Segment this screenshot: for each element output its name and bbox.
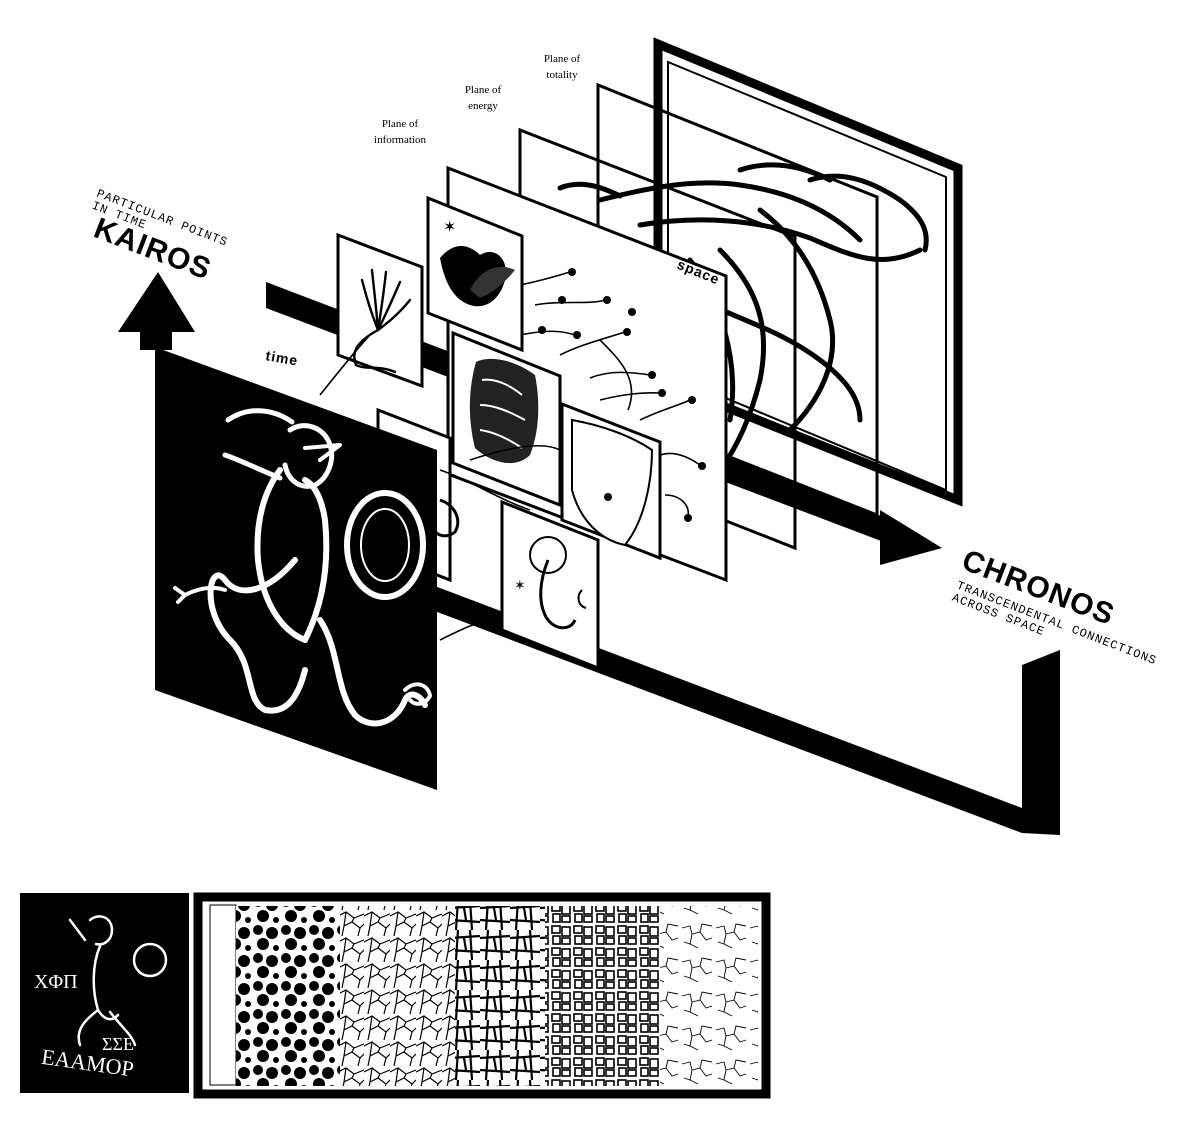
- plane-totality-label-line2: totality: [546, 69, 578, 81]
- abraxas-seal: ΧΦΠ ΕΑΑΜΟΡ ΣΣΕ: [20, 893, 189, 1093]
- card-hydra: [336, 232, 424, 389]
- card-armor: [451, 330, 562, 508]
- time-axis-label: time: [264, 347, 299, 368]
- shield-icon: [571, 418, 654, 547]
- plane-energy-label-line2: energy: [468, 100, 498, 112]
- plane-information-label-line2: information: [374, 134, 426, 146]
- star-icon: ✶: [514, 578, 526, 594]
- hydra-icon: [353, 268, 412, 374]
- network-texture-strip: [193, 892, 771, 1099]
- plane-information-label-line1: Plane of: [382, 118, 419, 130]
- sun-serpent-icon: [529, 536, 587, 630]
- chronos-arrowhead: [880, 510, 942, 565]
- texture-blocks: [545, 906, 660, 1086]
- texture-streets: [455, 906, 545, 1086]
- seal-inscription-line1: ΧΦΠ: [34, 971, 78, 993]
- griffin-icon: ✶: [440, 217, 515, 307]
- card-threads: [319, 334, 561, 641]
- anguipede-figure-icon: [173, 408, 432, 727]
- seal-figure-icon: [68, 915, 168, 1047]
- cuirass-icon: [469, 358, 539, 464]
- kairos-title: KAIROS: [89, 212, 215, 287]
- front-kairos-panel: [155, 347, 437, 790]
- connection-threads: [519, 271, 701, 517]
- root-network-drawing: [557, 162, 929, 473]
- texture-fine-network: [660, 906, 758, 1086]
- card-sun-serpent: ✶: [500, 499, 600, 671]
- texture-cells: [340, 906, 455, 1086]
- svg-text:✶: ✶: [443, 217, 456, 236]
- texture-blobs: [236, 906, 340, 1086]
- seal-inscription-line3: ΣΣΕ: [102, 1034, 134, 1054]
- plane-energy-label-line1: Plane of: [465, 84, 502, 96]
- connection-nodes: [538, 268, 706, 522]
- kairos-arrowhead: [118, 272, 195, 332]
- card-griffin: ✶: [426, 195, 524, 353]
- card-shield: [560, 401, 662, 561]
- chronos-return-bar: [1022, 650, 1060, 835]
- kairos-arrow-shaft: [140, 330, 172, 350]
- plane-totality-label-line1: Plane of: [544, 53, 581, 65]
